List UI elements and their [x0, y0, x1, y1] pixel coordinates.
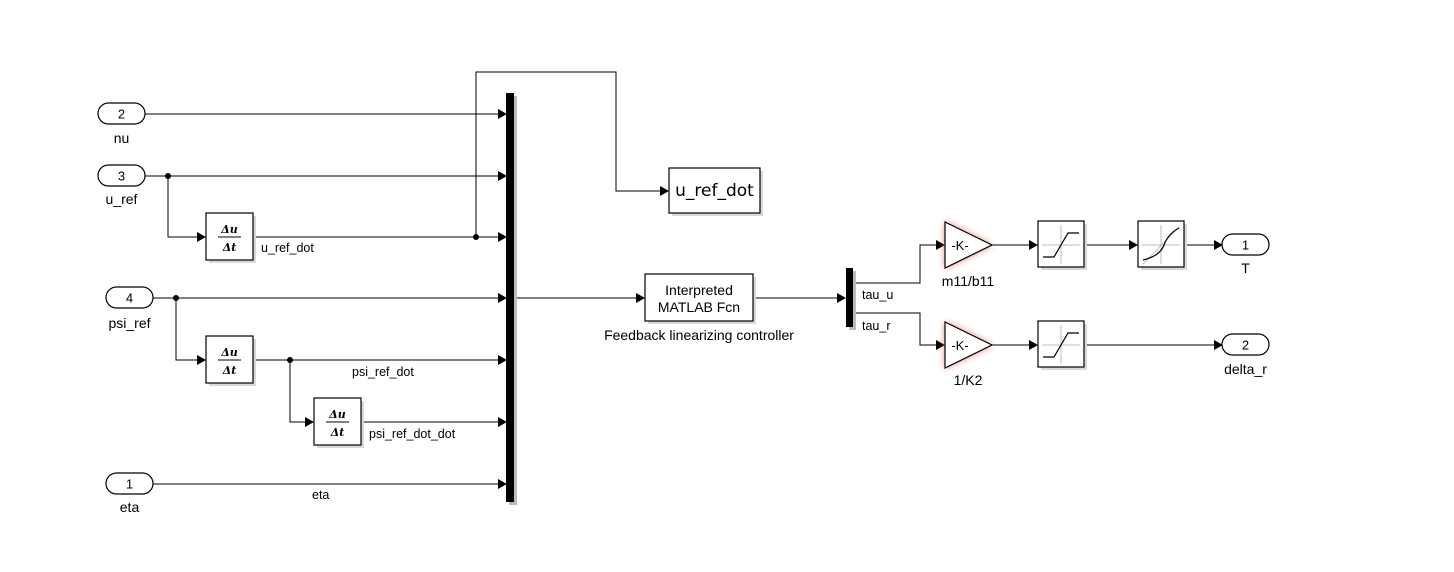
controller-caption: Feedback linearizing controller — [604, 327, 794, 343]
signal-label-psi-ref-dot-dot: psi_ref_dot_dot — [369, 427, 456, 441]
derivative-numerator: Δu — [328, 408, 346, 421]
gain-value: -K- — [951, 338, 968, 353]
signal-label-eta: eta — [312, 488, 329, 502]
gain-value: -K- — [951, 238, 968, 253]
derivative-block-psi-ref-dot[interactable]: Δu Δt — [313, 397, 364, 448]
derivative-denominator: Δt — [222, 241, 237, 254]
inport-name: eta — [120, 499, 140, 515]
inport-number: 2 — [118, 107, 125, 122]
gain-caption: m11/b11 — [942, 273, 995, 289]
inport-name: nu — [114, 130, 130, 146]
inport-number: 1 — [126, 477, 133, 492]
derivative-numerator: Δu — [220, 223, 238, 236]
inport-eta[interactable]: 1 eta — [105, 472, 154, 515]
gain-caption: 1/K2 — [954, 372, 983, 388]
derivative-numerator: Δu — [220, 346, 238, 359]
derivative-block-psi-ref[interactable]: Δu Δt — [205, 335, 256, 386]
mux-block[interactable] — [506, 93, 517, 505]
goto-block-u-ref-dot[interactable]: u_ref_dot — [668, 167, 763, 216]
outport-number: 1 — [1242, 238, 1249, 253]
inport-number: 3 — [118, 169, 125, 184]
derivative-denominator: Δt — [330, 426, 345, 439]
inport-u-ref[interactable]: 3 u_ref — [97, 164, 146, 207]
derivative-denominator: Δt — [222, 364, 237, 377]
demux-block[interactable] — [846, 268, 856, 330]
saturation-block-1[interactable] — [1037, 220, 1087, 270]
signal-label-psi-ref-dot: psi_ref_dot — [352, 365, 414, 379]
interpreted-matlab-fcn-block[interactable]: Interpreted MATLAB Fcn Feedback lineariz… — [604, 273, 794, 343]
saturation-block-2[interactable] — [1037, 320, 1087, 370]
inport-psi-ref[interactable]: 4 psi_ref — [105, 286, 154, 331]
signal-lines — [145, 71, 1223, 489]
signal-label-tau-r: tau_r — [862, 319, 891, 333]
gain-block-m11-b11[interactable]: -K- m11/b11 — [942, 221, 995, 289]
outport-delta-r[interactable]: 2 delta_r — [1221, 333, 1270, 377]
controller-line2: MATLAB Fcn — [658, 299, 740, 315]
outport-t[interactable]: 1 T — [1221, 233, 1270, 276]
controller-line1: Interpreted — [665, 282, 733, 298]
outport-name: delta_r — [1224, 361, 1267, 377]
outport-number: 2 — [1242, 338, 1249, 353]
inport-name: psi_ref — [108, 315, 150, 331]
gain-block-1-k2[interactable]: -K- 1/K2 — [944, 321, 994, 388]
inport-number: 4 — [126, 291, 133, 306]
derivative-block-u-ref[interactable]: Δu Δt — [205, 212, 256, 263]
inport-name: u_ref — [106, 191, 138, 207]
goto-tag: u_ref_dot — [675, 181, 754, 201]
signal-label-tau-u: tau_u — [862, 288, 893, 302]
inport-nu[interactable]: 2 nu — [97, 102, 146, 146]
signal-label-u-ref-dot: u_ref_dot — [261, 241, 314, 255]
lookup-table-block[interactable] — [1137, 220, 1187, 270]
outport-name: T — [1241, 260, 1250, 276]
